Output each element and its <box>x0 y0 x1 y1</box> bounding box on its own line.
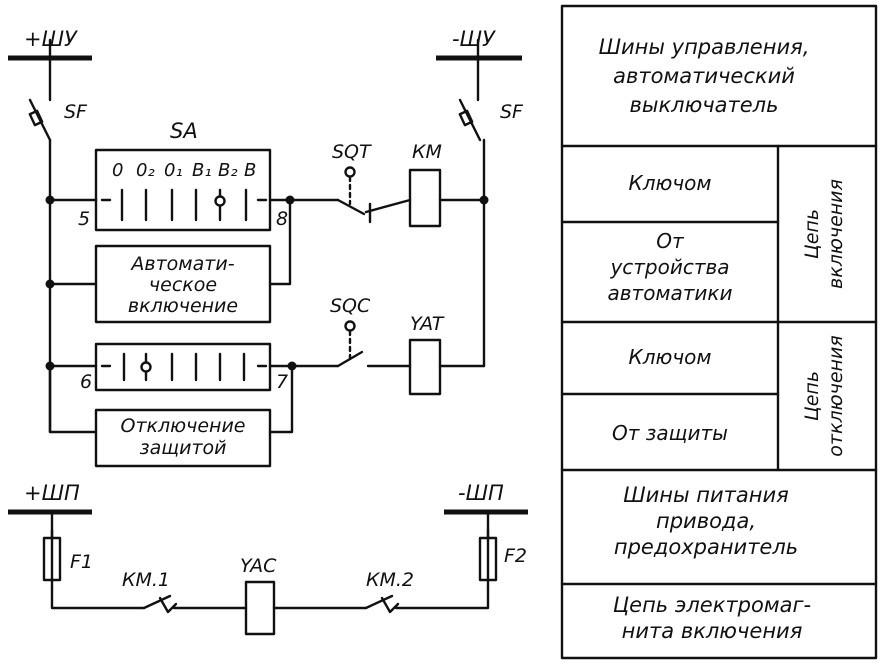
coil-yac-label: YAC <box>240 555 277 577</box>
auto-on-line: включение <box>128 295 238 317</box>
breaker-left-label: SF <box>64 101 88 123</box>
contact-km2-label: КМ.2 <box>366 569 414 591</box>
fuse-f2-label: F2 <box>504 545 527 567</box>
legend-line: Цепь электромаг- <box>613 593 811 617</box>
contact-sqc: SQC <box>330 295 412 368</box>
legend-line: нита включения <box>622 619 803 643</box>
fuse-f2: F2 <box>478 528 527 590</box>
legend-by-key-off: Ключом <box>629 345 712 369</box>
legend-line: Шины управления, <box>599 35 810 59</box>
coil-yat-label: YAT <box>410 313 445 335</box>
plus-control-bus: +ШУ <box>8 27 92 102</box>
contact-km1: КМ.1 <box>122 569 248 614</box>
legend-by-key-on: Ключом <box>629 171 712 195</box>
legend-line: От <box>656 229 685 253</box>
switch-position: В₂ <box>218 160 238 181</box>
switch-position: В <box>244 160 256 181</box>
auto-on-block: Автомати- ческое включение <box>94 244 272 324</box>
coil-km: КМ <box>408 141 489 228</box>
minus-control-bus-label: -ШУ <box>452 27 496 51</box>
terminal-6: 6 <box>80 371 92 393</box>
legend-from-automation: От устройства автоматики <box>608 229 733 305</box>
contact-km1-label: КМ.1 <box>122 569 170 591</box>
fuse-f1: F1 <box>42 528 93 590</box>
legend-line: выключатель <box>630 93 779 117</box>
legend-line: Цепь <box>801 209 823 259</box>
protection-off-line: защитой <box>139 437 226 459</box>
auto-on-line: Автомати- <box>129 253 234 275</box>
legend-line: Цепь <box>801 371 823 421</box>
protection-off-block: Отключение защитой <box>94 408 272 468</box>
protection-off-line: Отключение <box>120 415 245 437</box>
switch-sa-label: SA <box>170 119 198 143</box>
terminal-5: 5 <box>78 208 90 230</box>
plus-control-bus-label: +ШУ <box>24 27 78 51</box>
switch-position: 0₂ <box>136 160 155 181</box>
legend-control-bus: Шины управления, автоматический выключат… <box>599 35 810 117</box>
legend-line: предохранитель <box>614 535 798 559</box>
switch-sa-upper: SA 0 0₂ 0₁ В₁ В₂ В 5 8 <box>78 119 288 232</box>
legend-line: привода, <box>656 509 756 533</box>
legend-line: устройства <box>609 255 729 279</box>
contact-km2: КМ.2 <box>364 569 490 614</box>
switch-position: 0₁ <box>164 160 183 181</box>
breaker-left: SF <box>28 98 88 142</box>
contact-sqc-label: SQC <box>330 295 371 317</box>
breaker-right: SF <box>458 98 524 142</box>
switch-sa-lower: 6 7 <box>80 342 288 393</box>
legend-magnet-circuit: Цепь электромаг- нита включения <box>613 593 811 643</box>
legend-line: отключения <box>825 335 847 456</box>
plus-power-bus-label: +ШП <box>24 481 80 505</box>
coil-yac: YAC <box>240 555 368 636</box>
coil-km-label: КМ <box>412 141 442 163</box>
legend-line: включения <box>825 179 847 289</box>
switch-position: 0 <box>112 160 123 181</box>
breaker-right-label: SF <box>500 101 524 123</box>
minus-control-bus: -ШУ <box>436 27 522 102</box>
terminal-7: 7 <box>276 371 288 393</box>
legend-on-circuit: Цепь включения <box>801 179 847 289</box>
legend-table: Шины управления, автоматический выключат… <box>560 4 878 660</box>
contact-sqt: SQT <box>332 141 412 224</box>
minus-power-bus: -ШП <box>444 481 528 540</box>
plus-power-bus: +ШП <box>8 481 92 540</box>
minus-power-bus-label: -ШП <box>458 481 504 505</box>
contact-sqt-label: SQT <box>332 141 372 163</box>
auto-on-line: ческое <box>149 274 217 296</box>
legend-from-protection: От защиты <box>612 421 728 445</box>
switch-position: В₁ <box>192 160 212 181</box>
legend-line: Шины питания <box>623 483 789 507</box>
legend-line: автоматический <box>613 64 795 88</box>
legend-line: автоматики <box>608 281 733 305</box>
terminal-8: 8 <box>276 208 288 230</box>
legend-power-bus: Шины питания привода, предохранитель <box>614 483 798 559</box>
fuse-f1-label: F1 <box>70 551 93 573</box>
coil-yat: YAT <box>408 313 486 396</box>
legend-off-circuit: Цепь отключения <box>801 335 847 456</box>
